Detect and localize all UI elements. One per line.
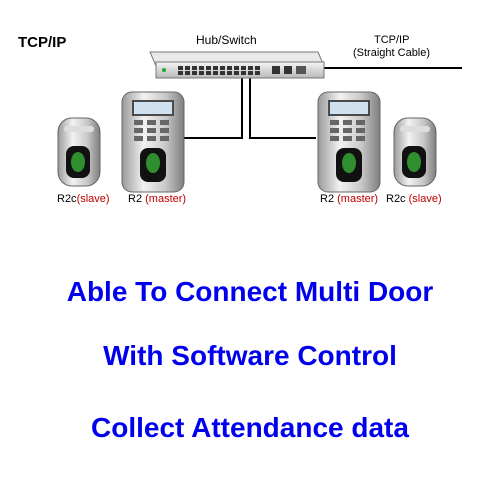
right-master-caption: R2 (master) [320,193,378,205]
network-diagram [57,51,462,193]
left-slave-role: (slave) [76,193,110,205]
tagline-software-control: With Software Control [103,340,397,371]
hub-switch [149,51,325,79]
tagline-multi-door: Able To Connect Multi Door [66,276,434,307]
left-master-role: (master) [145,193,187,205]
right-slave-caption: R2c (slave) [386,193,442,205]
device-left-master-r2 [121,91,185,193]
right-slave-model: R2c [386,193,406,205]
left-slave-model: R2c [57,193,77,205]
right-master-model: R2 [320,193,335,205]
uplink-label-line1: TCP/IP [374,34,410,46]
right-slave-role: (slave) [408,193,442,205]
network-type-label: TCP/IP [18,34,67,51]
right-master-role: (master) [337,193,379,205]
left-master-caption: R2 (master) [128,193,186,205]
tagline-attendance-data: Collect Attendance data [91,412,409,443]
uplink-label-line2: (Straight Cable) [353,47,431,59]
network-cables [170,67,462,139]
left-slave-caption: R2c(slave) [57,193,110,205]
device-right-slave-r2c [393,117,437,187]
left-master-model: R2 [128,193,143,205]
device-right-master-r2 [317,91,381,193]
hub-ports [178,66,306,75]
device-left-slave-r2c [57,117,101,187]
hub-switch-label: Hub/Switch [196,33,257,47]
